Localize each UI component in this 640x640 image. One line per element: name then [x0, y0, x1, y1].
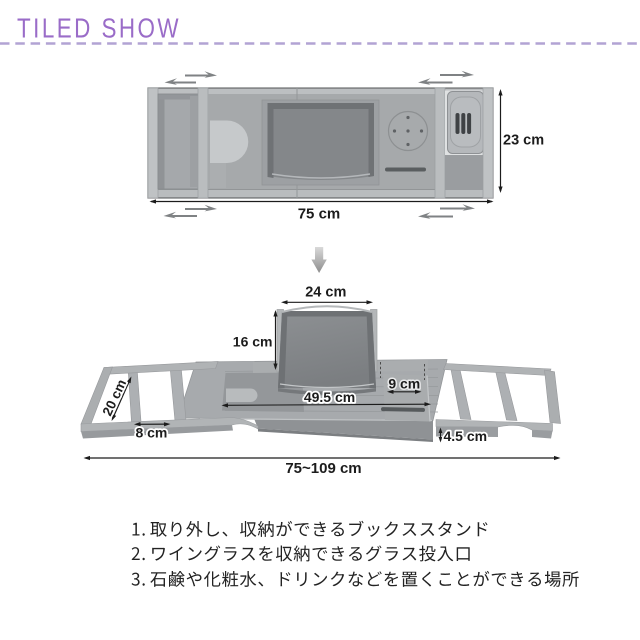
svg-text:24 cm: 24 cm: [305, 285, 346, 301]
svg-text:9 cm: 9 cm: [388, 376, 420, 392]
svg-text:49.5 cm: 49.5 cm: [304, 389, 355, 405]
svg-text:75 cm: 75 cm: [298, 205, 341, 222]
svg-text:23 cm: 23 cm: [503, 133, 544, 149]
svg-text:TILED SHOW: TILED SHOW: [17, 13, 181, 44]
svg-text:4.5 cm: 4.5 cm: [444, 428, 488, 444]
svg-text:16 cm: 16 cm: [233, 333, 273, 349]
svg-text:75~109 cm: 75~109 cm: [285, 460, 361, 477]
svg-text:8 cm: 8 cm: [135, 424, 167, 440]
